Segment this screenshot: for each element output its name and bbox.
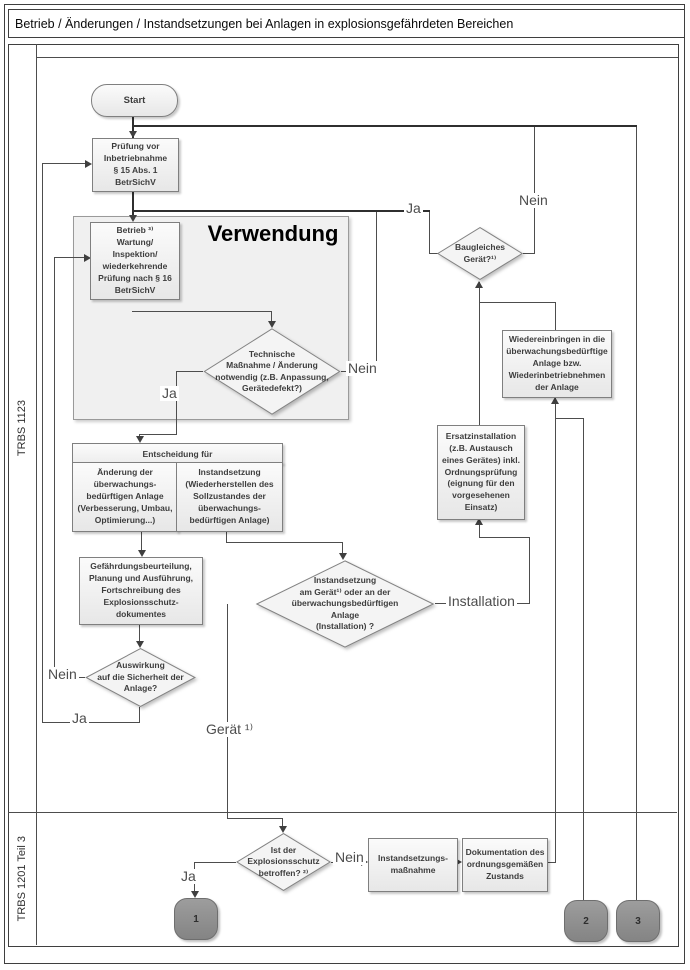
diamond-shape: [236, 833, 331, 891]
connector-line: [226, 530, 227, 542]
arrowhead: [191, 891, 199, 898]
connector-line: [132, 190, 134, 218]
connector-line: [479, 282, 480, 425]
arrowhead: [85, 160, 92, 168]
connector-line: [141, 530, 142, 552]
connector-line: [555, 418, 584, 419]
connector-line: [133, 125, 637, 127]
arrowhead: [279, 826, 287, 833]
connector-line: [54, 258, 55, 678]
connector-line: [479, 521, 480, 537]
offpage-connector-3: 3: [616, 900, 660, 942]
edge-label-baugleich-nein: Nein: [517, 192, 550, 209]
edge-label-auswirkung-nein: Nein: [46, 666, 79, 683]
decision-baugleiches-geraet: Baugleiches Gerät?¹⁾: [437, 227, 523, 280]
verwendung-title: Verwendung: [207, 221, 339, 246]
arrowhead: [268, 321, 276, 328]
diamond-shape: [437, 227, 523, 280]
connector-line: [226, 542, 343, 543]
connector-line: [54, 257, 85, 258]
connector-line: [429, 253, 438, 254]
diamond-shape: [203, 328, 341, 415]
edge-label-geraet: Gerät ¹⁾: [204, 721, 256, 738]
connector-line: [176, 371, 177, 434]
connector-line: [282, 818, 283, 829]
connector-line: [139, 623, 140, 643]
edge-label-auswirkung-ja: Ja: [70, 710, 89, 727]
arrowhead: [475, 281, 483, 288]
lane-divider: [8, 812, 677, 813]
flow-node-aenderung: Änderung der überwachungs- bedürftigen A…: [72, 462, 178, 532]
connector-line: [227, 818, 283, 819]
connector-line: [42, 163, 86, 164]
connector-line: [555, 302, 556, 330]
flow-node-entscheidung-header: Entscheidung für: [72, 443, 283, 464]
arrowhead: [475, 518, 483, 525]
connector-line: [42, 722, 140, 723]
decision-auswirkung-sicherheit: Auswirkung auf die Sicherheit der Anlage…: [85, 648, 196, 707]
decision-instandsetzung-geraet-anlage: Instandsetzung am Gerät¹⁾ oder an der üb…: [255, 560, 435, 648]
lane-column-divider: [36, 44, 37, 945]
edge-label-tech-nein: Nein: [346, 360, 379, 377]
arrowhead: [455, 858, 462, 866]
connector-line: [429, 211, 430, 253]
decision-explosionsschutz-betroffen: Ist der Explosionsschutz betroffen? ²⁾: [236, 833, 331, 891]
edge-label-tech-ja: Ja: [160, 385, 179, 402]
edge-label-baugleich-ja: Ja: [404, 200, 423, 217]
connector-line: [342, 542, 343, 555]
canvas-top-line: [36, 57, 678, 58]
arrowhead: [129, 215, 137, 222]
decision-technische-massnahme: Technische Maßnahme / Änderung notwendig…: [203, 328, 341, 415]
lane-label-trbs1201: TRBS 1201 Teil 3: [16, 835, 28, 922]
arrowhead: [138, 550, 146, 557]
flow-node-start: Start: [91, 84, 178, 117]
connector-line: [529, 537, 530, 604]
page-title: Betrieb / Änderungen / Instandsetzungen …: [15, 16, 514, 31]
flow-node-wiedereinbringen: Wiedereinbringen in die überwachungsbedü…: [502, 330, 612, 398]
flow-node-dokumentation: Dokumentation des ordnungsgemäßen Zustan…: [462, 838, 548, 892]
arrowhead: [551, 397, 559, 404]
diamond-shape: [255, 560, 435, 648]
connector-line: [583, 418, 584, 900]
title-bar: Betrieb / Änderungen / Instandsetzungen …: [8, 9, 685, 38]
page-border: [4, 4, 685, 964]
connector-line: [523, 253, 535, 254]
flow-node-ersatzinstallation: Ersatzinstallation (z.B. Austausch eines…: [437, 425, 525, 520]
arrowhead: [136, 436, 144, 443]
connector-line: [555, 398, 556, 862]
edge-label-expl-nein: Nein: [333, 849, 366, 866]
flow-node-betrieb: Betrieb ³⁾ Wartung/ Inspektion/ wiederke…: [90, 222, 180, 300]
connector-line: [139, 434, 177, 435]
edge-label-installation: Installation: [446, 593, 517, 610]
offpage-connector-1: 1: [174, 898, 218, 940]
swimlane-frame: [8, 44, 679, 947]
connector-line: [42, 164, 43, 722]
edge-label-expl-ja: Ja: [179, 868, 198, 885]
lane-label-trbs1123: TRBS 1123: [16, 399, 28, 457]
arrowhead: [84, 254, 91, 262]
connector-line: [479, 302, 556, 303]
connector-line: [139, 707, 140, 722]
flow-node-instandsetzung: Instandsetzung (Wiederherstellen des Sol…: [176, 462, 283, 532]
flow-node-gefaehrdungsbeurteilung: Gefährdungsbeurteilung, Planung und Ausf…: [79, 557, 203, 625]
connector-line: [227, 604, 228, 818]
connector-line: [546, 862, 556, 863]
connector-line: [195, 862, 236, 863]
flow-node-instandsetzungsmassnahme: Instandsetzungs- maßnahme: [368, 838, 458, 892]
connector-line: [376, 211, 377, 371]
connector-line: [534, 126, 535, 253]
flow-node-pruefung-vor-inbetriebnahme: Prüfung vor Inbetriebnahme § 15 Abs. 1 B…: [92, 138, 179, 192]
offpage-connector-2: 2: [564, 900, 608, 942]
connector-line: [271, 311, 272, 324]
connector-line: [133, 210, 430, 212]
connector-line: [479, 537, 530, 538]
connector-line: [132, 116, 134, 138]
connector-line: [132, 311, 272, 312]
connector-line: [176, 371, 203, 372]
arrowhead: [339, 553, 347, 560]
diamond-shape: [85, 648, 196, 707]
connector-line: [636, 126, 637, 900]
arrowhead: [136, 641, 144, 648]
arrowhead: [129, 131, 137, 138]
